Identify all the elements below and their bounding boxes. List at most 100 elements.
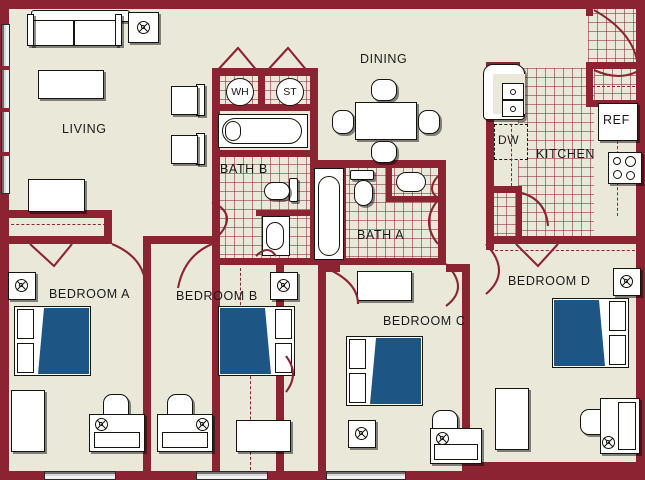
room-label-bedroom-b: BEDROOM B xyxy=(176,289,258,303)
lamp-icon-bedroom-b xyxy=(277,279,290,292)
wall-hall-left-lower xyxy=(212,362,220,471)
bed-b-pillow-lower xyxy=(275,343,292,373)
sofa-seat-right xyxy=(74,20,118,46)
wall-hall-right-lower xyxy=(276,362,284,471)
sofa-arm-right xyxy=(115,14,122,46)
window-bedroom-a xyxy=(44,471,116,480)
lamp-icon-desk-b xyxy=(196,418,209,431)
bath-a-tub-basin xyxy=(318,176,340,256)
closet-a-rod xyxy=(6,224,106,225)
console-table xyxy=(28,179,85,212)
kitchen-sink-drain-upper xyxy=(510,89,516,95)
desk-a-drawer xyxy=(94,432,140,448)
dining-table xyxy=(355,102,417,140)
room-label-bedroom-c: BEDROOM C xyxy=(383,314,466,328)
desk-chair-b xyxy=(167,394,193,416)
wall-bedroom-a-top xyxy=(0,210,112,218)
wall-bedroom-c-top-right xyxy=(446,264,470,272)
wall-batha-top xyxy=(310,160,446,168)
pantry-tile xyxy=(594,66,642,102)
window-mullion xyxy=(1,152,10,156)
lamp-icon-desk-d xyxy=(602,436,615,449)
exterior-wall-bottom xyxy=(0,471,645,480)
dining-chair-bottom xyxy=(371,141,397,163)
desk-chair-a xyxy=(103,394,129,416)
refrigerator-label: REF xyxy=(603,113,630,127)
bath-a-toilet-tank xyxy=(350,170,374,180)
burner-front-left xyxy=(613,170,622,179)
armchair-lower-seat xyxy=(171,135,198,164)
water-heater-icon: WH xyxy=(226,78,254,106)
wall-bedroom-b-top xyxy=(143,236,213,244)
wall-tub-bottom xyxy=(212,150,310,157)
wall-closet-c-top xyxy=(318,264,340,272)
bed-c-pillow-upper xyxy=(349,339,366,369)
dining-chair-top xyxy=(371,79,397,101)
refrigerator-outline xyxy=(598,103,638,141)
wall-batha-vanity-divider xyxy=(386,166,392,200)
room-label-dining: DINING xyxy=(360,52,408,66)
sofa-arm-left xyxy=(27,14,34,46)
dresser-a xyxy=(11,390,45,452)
desk-b-drawer xyxy=(162,432,208,448)
wall-batha-vanity-bottom xyxy=(386,196,438,202)
bed-a-pillow-upper xyxy=(17,309,34,339)
wall-wh-st-divider xyxy=(258,76,265,110)
bath-b-tub-headrest xyxy=(225,121,241,141)
burner-back-right xyxy=(625,156,636,167)
bed-c-pillow-lower xyxy=(349,373,366,403)
bath-b-toilet-bowl xyxy=(264,182,290,200)
wall-batha-right xyxy=(438,160,446,264)
window-bedroom-b xyxy=(196,471,268,480)
range-outline xyxy=(608,152,642,184)
wall-bathb-left xyxy=(212,68,220,264)
room-label-living: LIVING xyxy=(62,122,107,136)
window-mullion xyxy=(1,66,10,70)
wall-kitchen-closet-right xyxy=(516,186,522,238)
dresser-c xyxy=(357,271,412,301)
dresser-d xyxy=(495,388,529,450)
armchair-upper-seat xyxy=(171,86,198,115)
dresser-b xyxy=(236,420,291,452)
desk-chair-d xyxy=(580,409,602,435)
room-label-bedroom-d: BEDROOM D xyxy=(508,274,591,288)
bed-d-pillow-lower xyxy=(609,335,626,365)
wall-laundry-bottom xyxy=(212,104,318,111)
room-label-bath-b: BATH B xyxy=(220,162,268,176)
burner-front-right xyxy=(626,171,635,180)
wall-bedroom-d-top xyxy=(488,236,644,244)
bed-b-pillow-upper xyxy=(275,309,292,339)
wall-entry-left xyxy=(586,0,593,16)
dining-chair-left xyxy=(332,110,354,134)
burner-back-left xyxy=(613,157,621,165)
wall-bedroom-d-left-upper xyxy=(486,236,494,250)
nightstand-b xyxy=(270,272,298,300)
wall-bathb-vanity-top xyxy=(256,210,312,216)
window-bedroom-c xyxy=(326,471,406,480)
wall-closet-a-bottom xyxy=(0,236,112,244)
entry-foyer-tile xyxy=(588,4,642,66)
bath-b-sink-basin xyxy=(266,222,284,250)
wall-batha-bottom xyxy=(310,258,446,265)
desk-d-drawer xyxy=(618,402,636,450)
wall-pantry-top xyxy=(586,62,644,69)
exterior-wall-top xyxy=(0,0,645,9)
kitchen-sink-drain-lower xyxy=(510,106,516,112)
bed-d-pillow-upper xyxy=(609,301,626,331)
bath-b-toilet-tank xyxy=(289,178,298,202)
window-mullion xyxy=(1,108,10,112)
room-label-bedroom-a: BEDROOM A xyxy=(49,287,131,301)
wall-kitchen-inner-divider xyxy=(486,186,522,193)
wall-hall-left xyxy=(212,264,220,362)
pantry-shelf-line xyxy=(592,86,640,87)
wall-bedroom-c-left xyxy=(318,264,326,471)
lamp-icon-desk-a xyxy=(95,418,108,431)
bed-a-pillow-lower xyxy=(17,343,34,373)
dishwasher-centerline xyxy=(511,124,512,186)
bath-a-sink-basin xyxy=(396,172,426,192)
wall-bedroom-ab-divider xyxy=(143,244,151,471)
wall-bathb-right xyxy=(310,68,318,168)
kitchen-base-cabinet-line xyxy=(490,250,640,251)
hall-centerline-lower xyxy=(250,366,251,470)
